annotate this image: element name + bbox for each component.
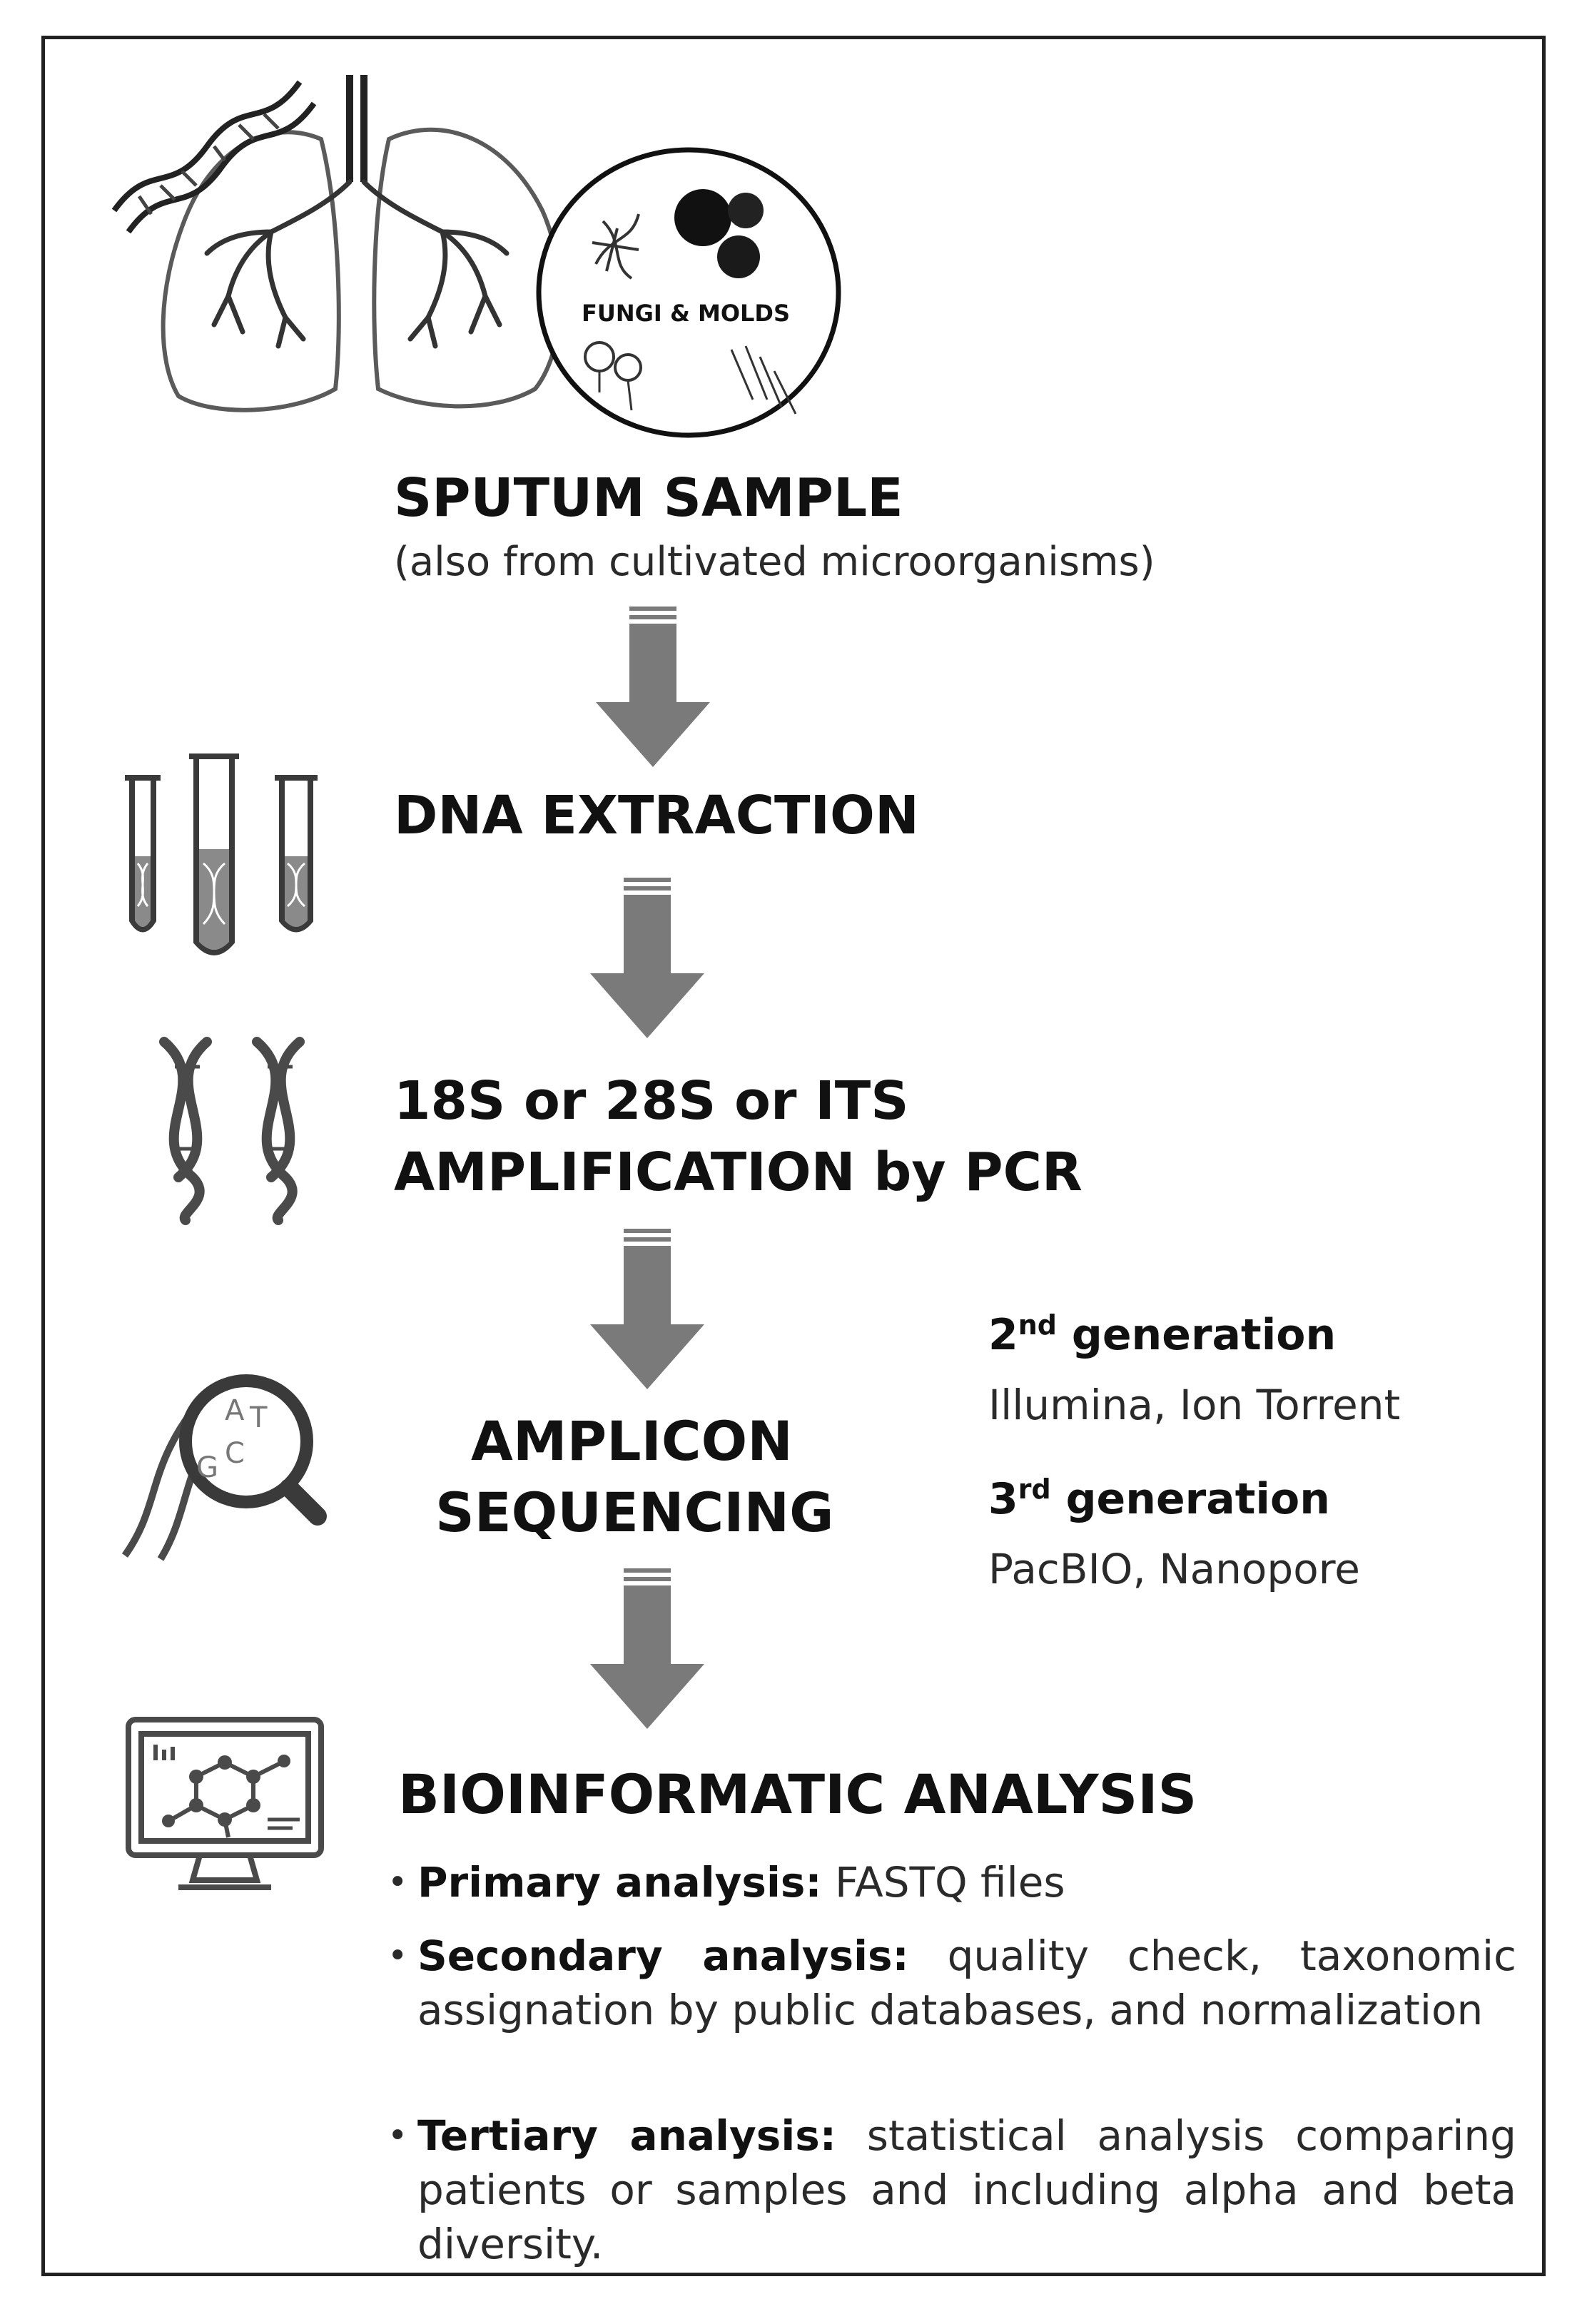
- step-sputum-title: SPUTUM SAMPLE: [394, 467, 903, 529]
- test-tubes-icon: [118, 749, 332, 963]
- analysis-item-primary: • Primary analysis: FASTQ files: [387, 1855, 1516, 1909]
- second-gen-num: 2: [988, 1310, 1018, 1360]
- analysis-item-secondary: • Secondary analysis: quality check, tax…: [387, 1929, 1517, 2037]
- icon-letter-g: G: [196, 1451, 218, 1484]
- third-generation-platforms: PacBIO, Nanopore: [988, 1545, 1360, 1593]
- second-gen-label: generation: [1071, 1310, 1337, 1360]
- step-amplification-line2: AMPLIFICATION by PCR: [394, 1142, 1083, 1203]
- circle-label: FUNGI & MOLDS: [582, 300, 791, 327]
- icon-letter-t: T: [249, 1401, 268, 1434]
- bullet-icon: •: [387, 2116, 408, 2156]
- dna-helix-icon: [150, 1035, 328, 1227]
- analysis-item-primary-bold: Primary analysis:: [417, 1858, 822, 1907]
- step-sputum-subtitle: (also from cultivated microorganisms): [394, 539, 1155, 585]
- third-gen-label: generation: [1065, 1474, 1330, 1524]
- step-extraction-title: DNA EXTRACTION: [394, 785, 919, 846]
- step-amplification-line1: 18S or 28S or ITS: [394, 1070, 909, 1132]
- fungi-molds-circle: [532, 143, 846, 442]
- diagram-frame: [41, 36, 1546, 2276]
- arrow-down-2: [587, 878, 708, 1042]
- analysis-item-primary-text: FASTQ files: [821, 1858, 1065, 1907]
- computer-network-icon: [121, 1712, 328, 1898]
- icon-letter-a: A: [225, 1394, 245, 1427]
- analysis-item-tertiary-bold: Tertiary analysis:: [417, 2111, 836, 2160]
- step-bioinformatic-title: BIOINFORMATIC ANALYSIS: [398, 1762, 1197, 1826]
- analysis-item-tertiary: • Tertiary analysis: statistical analysi…: [387, 2109, 1516, 2271]
- step-sequencing-line2: SEQUENCING: [435, 1481, 834, 1544]
- bullet-icon: •: [387, 1936, 408, 1976]
- magnifier-dna-icon: A T C G: [118, 1363, 332, 1563]
- third-gen-sup: rd: [1018, 1473, 1051, 1505]
- analysis-item-secondary-text: quality check, taxonomic assignation by …: [417, 1932, 1517, 2034]
- analysis-item-secondary-bold: Secondary analysis:: [417, 1932, 909, 1980]
- bullet-icon: •: [387, 1862, 408, 1902]
- lungs-dna-icon: [107, 54, 592, 425]
- arrow-down-1: [592, 607, 714, 771]
- step-sequencing-line1: AMPLICON: [471, 1409, 793, 1473]
- arrow-down-3: [587, 1229, 708, 1393]
- arrow-down-4: [587, 1568, 708, 1732]
- second-generation-title: 2nd generation: [988, 1309, 1336, 1360]
- second-gen-sup: nd: [1018, 1309, 1058, 1341]
- second-generation-platforms: Illumina, Ion Torrent: [988, 1381, 1401, 1429]
- analysis-item-tertiary-text: statistical analysis comparing patients …: [417, 2111, 1516, 2268]
- third-generation-title: 3rd generation: [988, 1473, 1330, 1524]
- third-gen-num: 3: [988, 1474, 1018, 1524]
- icon-letter-c: C: [225, 1437, 245, 1470]
